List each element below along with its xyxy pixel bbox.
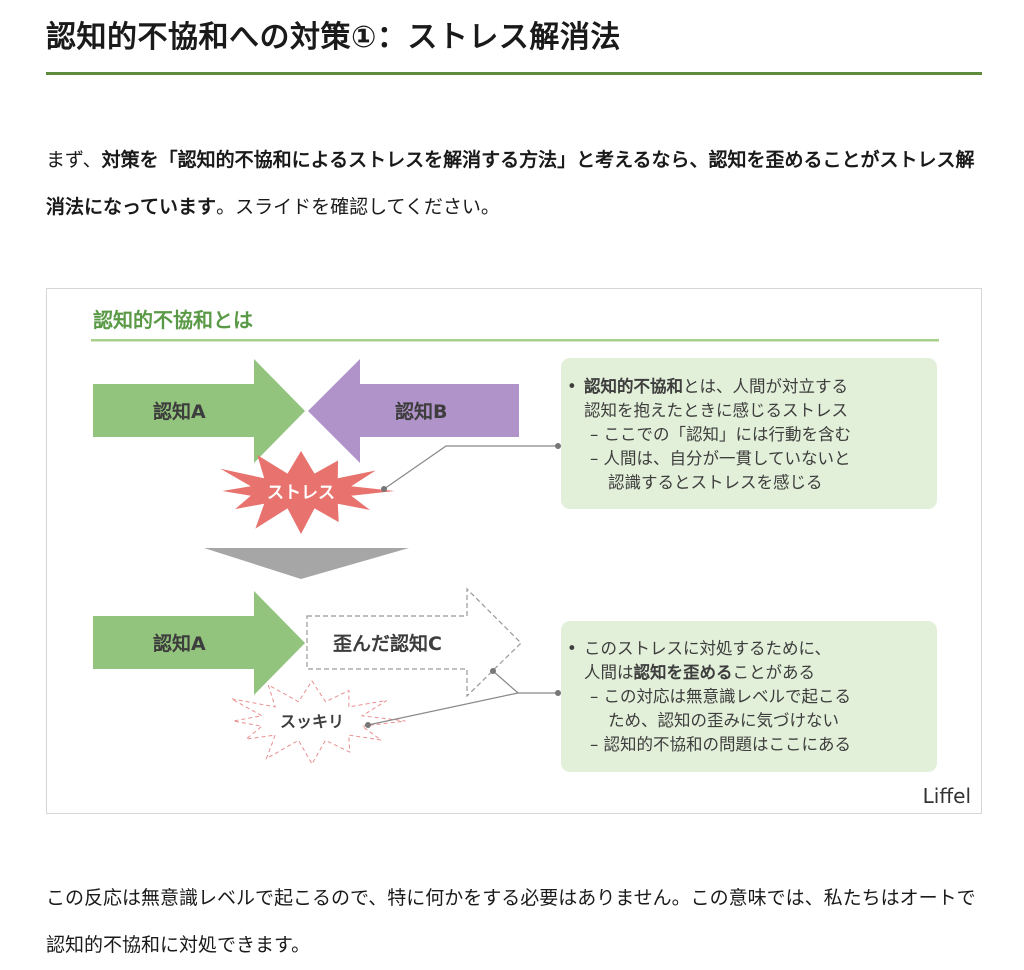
- intro-text-bold: 対策を「認知的不協和によるストレスを解消する方法」と考えるなら、認知を歪めること…: [46, 149, 975, 218]
- outro-paragraph: この反応は無意識レベルで起こるので、特に何かをする必要はありません。この意味では…: [46, 887, 976, 956]
- arrow-c-label: 歪んだ認知C: [333, 632, 442, 655]
- slide-image: 認知的不協和とは 認知A 認知B ストレス •認知的不協和とは、人間が対立する …: [46, 288, 982, 814]
- arrow-cognition-b: [308, 359, 519, 463]
- box1-line-4: – 人間は、自分が一貫していないと: [590, 449, 851, 468]
- connector-dot: [555, 443, 561, 449]
- relief-label: スッキリ: [280, 712, 344, 731]
- slide-diagram: 認知的不協和とは 認知A 認知B ストレス •認知的不協和とは、人間が対立する …: [91, 308, 971, 808]
- down-triangle-icon: [204, 548, 409, 579]
- connector-dot: [490, 668, 496, 674]
- arrow-a-label: 認知A: [153, 400, 206, 423]
- box2-line-5: – 認知的不協和の問題はここにある: [590, 735, 851, 754]
- slide-title: 認知的不協和とは: [93, 308, 253, 332]
- arrow-cognition-a: [93, 359, 305, 463]
- box2-line-4: ため、認知の歪みに気づけない: [608, 711, 839, 730]
- stress-label: ストレス: [267, 483, 335, 503]
- box2-line-1: •このストレスに対処するために、: [567, 639, 831, 658]
- explanation-box-2: [561, 621, 937, 772]
- section-heading: 認知的不協和への対策①：ストレス解消法: [46, 20, 621, 55]
- arrow-b-label: 認知B: [395, 400, 447, 423]
- connector-dot: [365, 722, 371, 728]
- arrow-a2-label: 認知A: [153, 632, 206, 655]
- box2-line-3: – この対応は無意識レベルで起こる: [590, 687, 851, 706]
- heading-underline: [46, 72, 982, 75]
- connector-line-3: [367, 692, 519, 726]
- box1-line-3: – ここでの「認知」には行動を含む: [590, 425, 851, 444]
- stress-burst-icon: [220, 451, 395, 534]
- box2-line-2: 人間は認知を歪めることがある: [584, 662, 815, 682]
- explanation-box-1: [561, 358, 937, 509]
- box1-line-1: •認知的不協和とは、人間が対立する: [567, 376, 848, 396]
- relief-burst-icon: [231, 680, 406, 766]
- arrow-distorted-cognition-c: [306, 587, 522, 698]
- intro-text-3: 。スライドを確認してください。: [216, 196, 500, 218]
- connector-dot: [555, 690, 561, 696]
- box1-line-2: 認知を抱えたときに感じるストレス: [584, 401, 848, 420]
- connector-dot: [381, 486, 387, 492]
- arrow-cognition-a-2: [93, 591, 305, 695]
- intro-text-1: まず、: [46, 149, 102, 171]
- connector-line-1: [383, 445, 558, 490]
- slide-title-rule: [91, 339, 939, 342]
- connector-line-2: [492, 670, 558, 694]
- liffel-logo: Liffel: [923, 784, 971, 808]
- box1-line-5: 認識するとストレスを感じる: [608, 473, 823, 492]
- intro-paragraph: まず、対策を「認知的不協和によるストレスを解消する方法」と考えるなら、認知を歪め…: [46, 137, 982, 231]
